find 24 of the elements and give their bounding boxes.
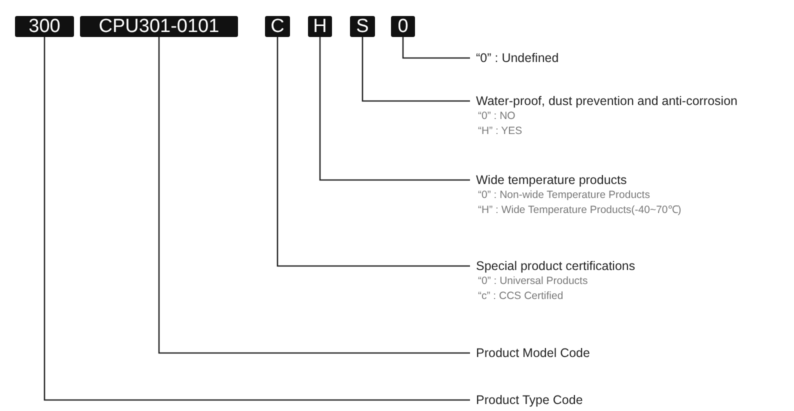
leader-line (319, 37, 470, 181)
field-description: Wide temperature products (476, 172, 628, 188)
field-description: “0” : Undefined (476, 50, 559, 66)
leader-line (402, 37, 470, 59)
option-note: “H” : Wide Temperature Products(-40~70℃) (477, 203, 682, 218)
option-note: “0” : NO (477, 109, 516, 124)
option-note: “H” : YES (477, 124, 524, 139)
code-segment: H (308, 16, 332, 37)
option-note: “0” : Non-wide Temperature Products (477, 188, 651, 203)
code-segment: C (265, 16, 290, 37)
leader-line (276, 37, 470, 267)
code-segment: CPU301-0101 (80, 16, 238, 37)
code-segment: S (350, 16, 375, 37)
option-note: “c” : CCS Certified (477, 289, 564, 304)
code-segment: 300 (15, 16, 74, 37)
leader-line (362, 37, 470, 102)
leader-line (44, 37, 470, 401)
code-segment: 0 (391, 16, 415, 37)
leader-line (158, 37, 470, 354)
field-description: Product Type Code (476, 392, 583, 408)
field-description: Product Model Code (476, 345, 590, 361)
field-description: Special product certifications (476, 258, 636, 274)
field-description: Water-proof, dust prevention and anti-corrosion (476, 93, 738, 109)
option-note: “0” : Universal Products (477, 274, 589, 289)
